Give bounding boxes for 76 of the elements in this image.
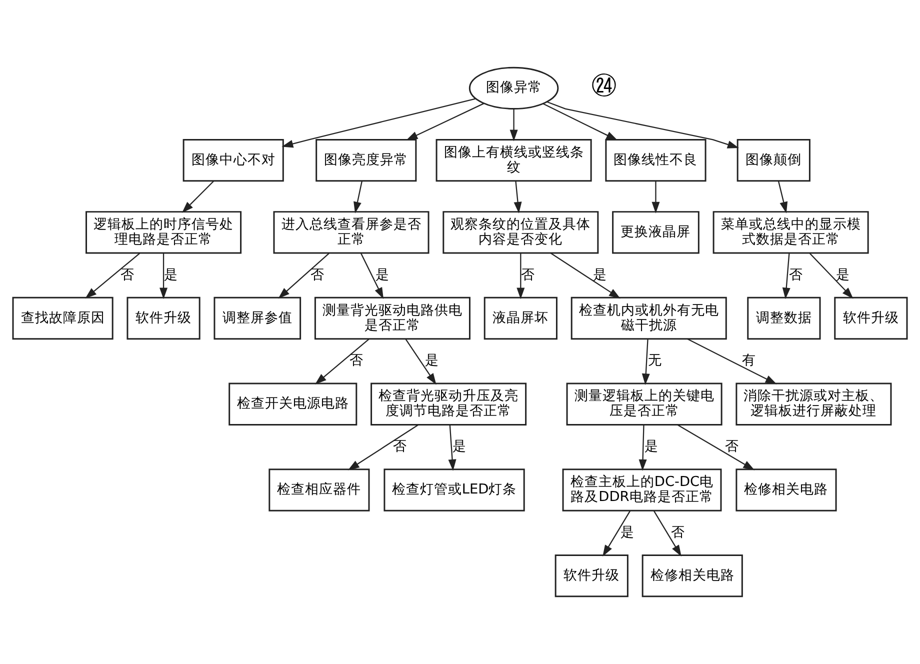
arrow — [677, 424, 755, 470]
arrow — [638, 425, 647, 471]
edge-label: 否 — [521, 266, 536, 283]
arrow — [653, 510, 682, 556]
arrow — [546, 101, 739, 148]
node-box: 图像线性不良 — [605, 138, 706, 182]
node-box: 进入总线查看屏参是否正常 — [273, 211, 430, 254]
edge-label: 是 — [620, 524, 635, 540]
node-box: 液晶屏坏 — [484, 296, 558, 340]
arrow — [542, 103, 618, 140]
node-box: 逻辑板上的时序信号处理电路是否正常 — [86, 211, 242, 254]
node-box: 调整屏参值 — [214, 296, 302, 340]
edge-label: 否 — [788, 266, 803, 283]
edge-label: 否 — [120, 266, 134, 283]
arrow — [602, 510, 631, 556]
edge-label: 否 — [724, 438, 739, 455]
arrow — [348, 424, 419, 470]
arrow — [278, 252, 330, 299]
arrow — [85, 252, 140, 299]
edge-label: 否 — [671, 524, 686, 540]
arrow — [510, 109, 518, 142]
arrow — [406, 102, 484, 140]
arrow — [448, 425, 456, 471]
node-box: 测量背光驱动电路供电是否正常 — [314, 296, 470, 340]
node-box: 检查机内或机外有无电磁干扰源 — [570, 296, 727, 340]
node-box: 检查背光驱动升压及亮度调节电路是否正常 — [370, 382, 527, 426]
arrow — [360, 253, 384, 299]
arrow — [687, 338, 777, 384]
arrow — [550, 252, 620, 299]
node-box: 调整数据 — [747, 296, 821, 340]
edge-label: 是 — [376, 266, 390, 283]
arrow — [354, 181, 362, 214]
node-box: 检修相关电路 — [642, 554, 743, 598]
arrow — [182, 180, 214, 213]
arrow — [282, 98, 476, 148]
node-ellipse: 图像异常 — [468, 66, 559, 110]
arrow — [514, 181, 522, 214]
arrow — [405, 338, 436, 385]
arrow — [778, 181, 788, 214]
edge-label: 否 — [310, 266, 324, 283]
node-box: 图像颠倒 — [736, 138, 810, 182]
arrow — [642, 339, 650, 386]
edge-label: 是 — [424, 352, 439, 369]
node-box: 检修相关电路 — [736, 468, 837, 512]
node-box: 软件升级 — [126, 296, 200, 340]
arrow — [782, 253, 790, 300]
arrow — [314, 338, 370, 384]
arrow — [809, 252, 854, 299]
node-box: 菜单或总线中的显示模式数据是否正常 — [712, 211, 869, 254]
node-box: 测量逻辑板上的关键电压是否正常 — [566, 382, 722, 426]
label: ㉔ — [592, 72, 617, 101]
arrow — [516, 253, 525, 300]
node-box: 图像上有横线或竖线条纹 — [436, 138, 592, 182]
node-box: 检查主板上的DC-DC电路及DDR电路是否正常 — [562, 468, 722, 512]
edge-label: 否 — [392, 438, 407, 455]
edge-label: 否 — [349, 352, 364, 369]
node-box: 图像中心不对 — [182, 138, 284, 182]
edge-label: 是 — [836, 266, 850, 283]
node-box: 检查开关电源电路 — [228, 382, 358, 426]
edge-label: 是 — [452, 438, 466, 455]
node-box: 查找故障原因 — [12, 296, 114, 340]
edge-label: 是 — [164, 266, 178, 283]
arrow — [652, 181, 660, 214]
edge-label: 是 — [593, 266, 608, 283]
arrow — [160, 253, 168, 300]
node-box: 图像亮度异常 — [316, 138, 417, 182]
node-box: 软件升级 — [834, 296, 908, 340]
node-box: 软件升级 — [554, 554, 628, 598]
edge-label: 无 — [648, 352, 662, 369]
node-box: 检查相应器件 — [268, 468, 370, 512]
node-box: 观察条纹的位置及具体内容是否变化 — [442, 211, 599, 254]
edge-label: 有 — [742, 352, 756, 369]
edge-label: 是 — [644, 438, 659, 455]
node-box: 检查灯管或LED灯条 — [384, 468, 525, 512]
node-box: 消除干扰源或对主板、逻辑板进行屏蔽处理 — [736, 382, 892, 426]
node-box: 更换液晶屏 — [612, 211, 700, 254]
